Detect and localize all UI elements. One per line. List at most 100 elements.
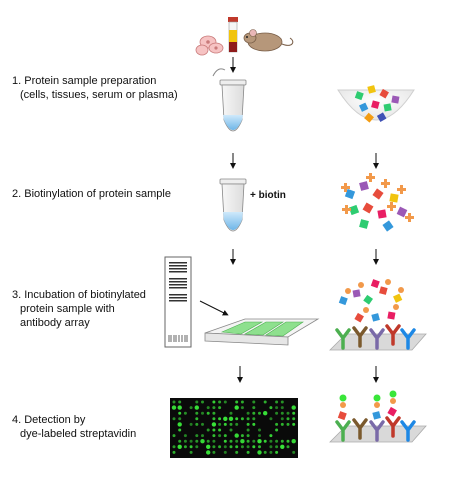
array-spot bbox=[292, 411, 296, 415]
array-spot bbox=[212, 450, 216, 454]
array-spot bbox=[258, 434, 261, 438]
array-spot bbox=[252, 400, 256, 404]
array-spot bbox=[275, 411, 279, 415]
step-4-label: 4. Detection by dye-labeled streptavidin bbox=[12, 414, 137, 440]
array-spot bbox=[201, 411, 204, 415]
array-spot bbox=[286, 417, 290, 421]
biotinylated-protein-cluster bbox=[341, 173, 414, 232]
array-spot bbox=[177, 422, 182, 427]
array-spot bbox=[275, 400, 279, 404]
blood-tube-icon bbox=[228, 17, 238, 53]
array-spot bbox=[206, 411, 210, 415]
array-spot bbox=[286, 445, 290, 449]
array-spot bbox=[291, 405, 296, 410]
array-spot bbox=[246, 434, 250, 438]
array-spot bbox=[171, 405, 177, 410]
array-spot bbox=[234, 405, 239, 410]
array-spot bbox=[280, 400, 284, 404]
array-spot bbox=[201, 422, 204, 426]
array-spot bbox=[223, 445, 227, 449]
array-spot bbox=[246, 428, 250, 432]
array-spot bbox=[212, 417, 216, 421]
array-spot bbox=[235, 445, 239, 449]
microtube-icon bbox=[212, 68, 247, 132]
array-spot bbox=[280, 422, 284, 426]
array-spot bbox=[269, 450, 273, 454]
array-spot bbox=[178, 428, 182, 432]
array-spot bbox=[178, 400, 182, 404]
array-spot bbox=[292, 422, 296, 426]
array-spot bbox=[286, 439, 290, 443]
array-spot bbox=[194, 405, 199, 410]
array-spot bbox=[189, 422, 193, 426]
array-spot bbox=[292, 417, 296, 421]
array-spot bbox=[178, 411, 182, 415]
array-spot bbox=[195, 434, 199, 438]
array-spot bbox=[183, 439, 187, 443]
array-spot bbox=[229, 445, 233, 449]
array-spot bbox=[280, 411, 284, 415]
array-chamber-icon bbox=[204, 318, 320, 346]
microtube-icon bbox=[219, 178, 247, 232]
array-spot bbox=[275, 422, 279, 426]
array-spot bbox=[252, 422, 256, 426]
step-3-label: 3. Incubation of biotinylated protein sa… bbox=[12, 289, 146, 329]
step-2-label: 2. Biotinylation of protein sample bbox=[12, 188, 171, 200]
array-spot bbox=[172, 450, 176, 454]
array-spot bbox=[201, 400, 204, 404]
array-spot bbox=[240, 439, 245, 444]
array-spot bbox=[212, 428, 216, 432]
array-spot bbox=[234, 433, 239, 438]
array-spot bbox=[240, 400, 244, 404]
array-spot bbox=[212, 406, 216, 410]
array-spot bbox=[183, 411, 187, 415]
array-spot bbox=[195, 400, 199, 404]
biotin-label: + biotin bbox=[250, 190, 286, 201]
array-spot bbox=[240, 434, 244, 438]
array-spot bbox=[275, 439, 279, 443]
array-spot bbox=[246, 411, 250, 415]
array-spot bbox=[240, 417, 244, 421]
array-spot bbox=[269, 406, 273, 410]
array-spot bbox=[189, 445, 193, 449]
array-spot bbox=[218, 417, 222, 421]
array-spot bbox=[223, 434, 227, 438]
array-spot bbox=[212, 439, 216, 443]
step-1-label: 1. Protein sample preparation (cells, ti… bbox=[12, 75, 178, 101]
array-spot bbox=[218, 400, 222, 404]
array-spot bbox=[229, 411, 233, 415]
array-spot bbox=[291, 439, 296, 444]
array-spot bbox=[212, 411, 216, 415]
array-spot bbox=[252, 406, 256, 410]
array-spot bbox=[280, 444, 285, 449]
array-spot bbox=[286, 411, 290, 415]
array-spot bbox=[201, 434, 204, 438]
array-spot bbox=[183, 445, 187, 449]
array-spot bbox=[200, 439, 205, 444]
array-spot bbox=[206, 439, 210, 443]
cells-icon bbox=[195, 35, 224, 56]
array-spot bbox=[195, 422, 199, 426]
array-spot bbox=[211, 422, 217, 427]
array-spot bbox=[223, 439, 227, 443]
array-spot bbox=[252, 417, 256, 421]
protein-dish-icon bbox=[337, 85, 415, 123]
array-spot bbox=[246, 439, 250, 443]
array-spot bbox=[235, 450, 239, 454]
array-spot bbox=[280, 406, 284, 410]
array-spot bbox=[172, 400, 176, 404]
array-spot bbox=[229, 422, 233, 426]
array-spot bbox=[218, 434, 222, 438]
array-spot bbox=[206, 406, 210, 410]
array-spot bbox=[235, 439, 239, 443]
array-spot bbox=[240, 445, 244, 449]
array-spot bbox=[275, 406, 279, 410]
slide-icon bbox=[164, 256, 192, 348]
array-spot bbox=[240, 406, 244, 410]
array-spot bbox=[263, 400, 267, 404]
array-spot bbox=[189, 450, 193, 454]
array-spot bbox=[218, 422, 222, 426]
array-spot bbox=[206, 444, 211, 449]
